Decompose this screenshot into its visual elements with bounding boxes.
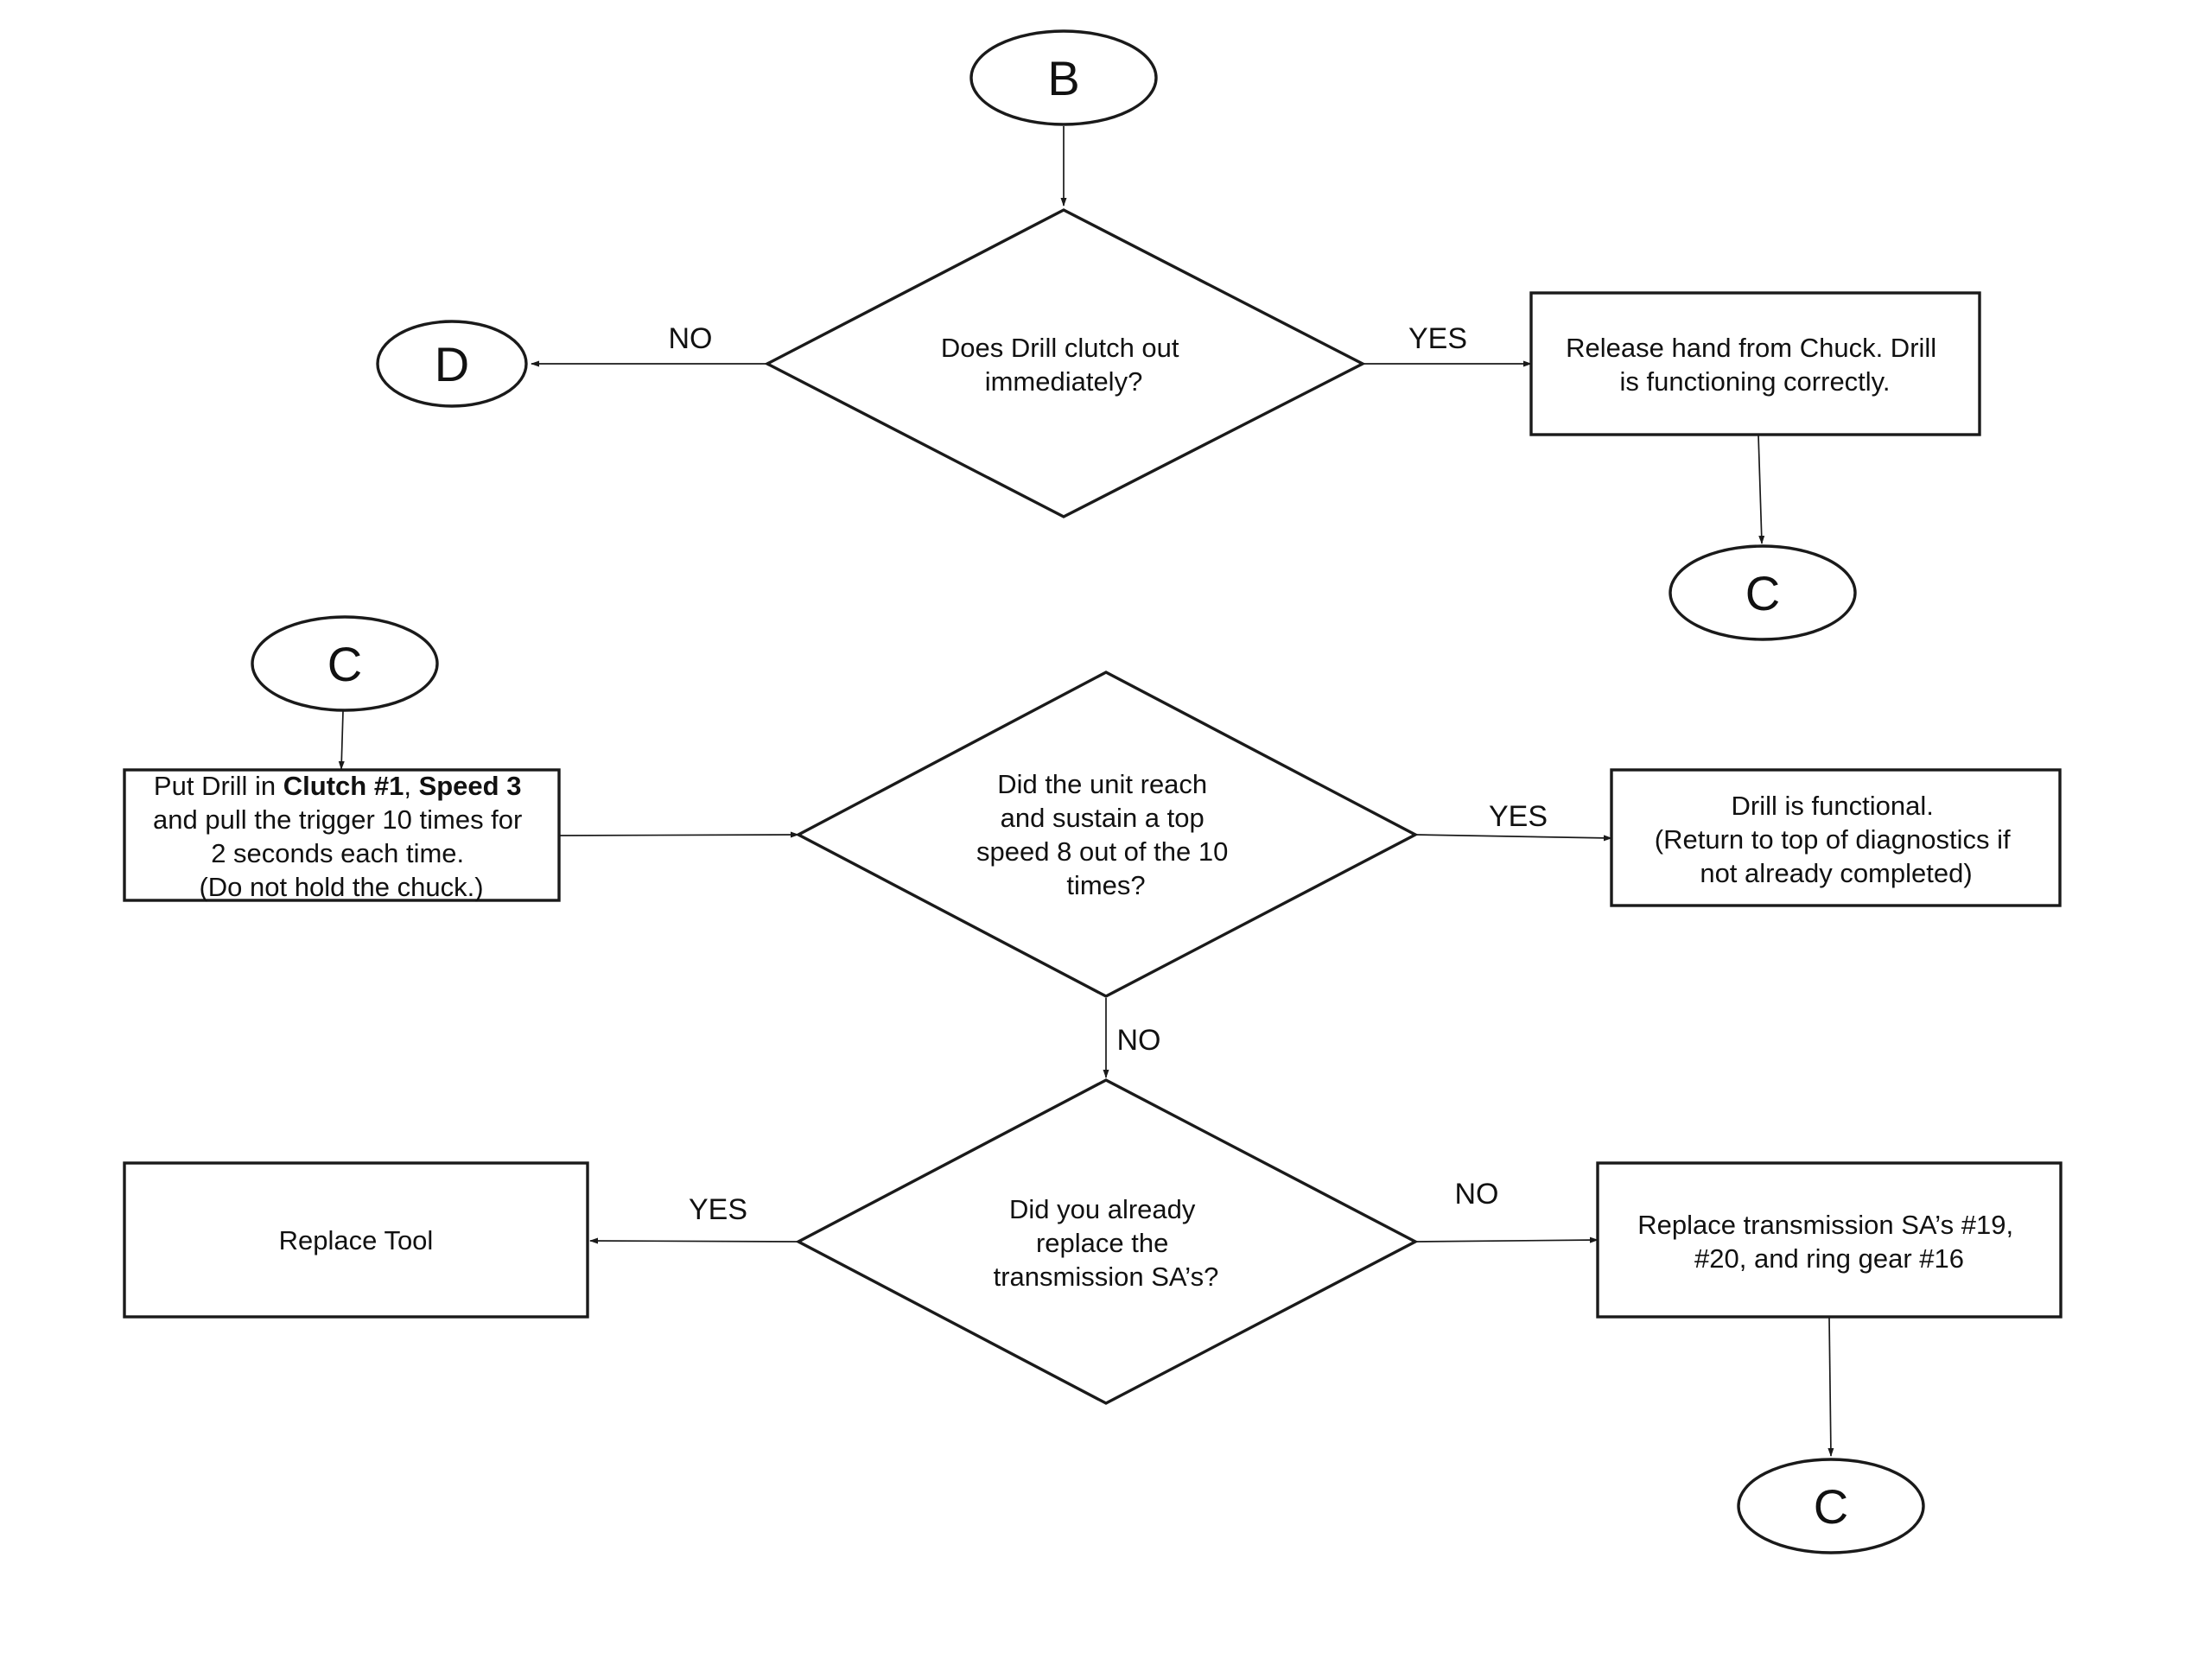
decision-already-replaced-line-2: replace the <box>1036 1228 1168 1258</box>
decision-top-speed: Did the unit reach and sustain a top spe… <box>795 671 1419 998</box>
process-replace-tool-line-1: Replace Tool <box>279 1225 434 1255</box>
process-replace-transmission: Replace transmission SA’s #19, #20, and … <box>1596 1161 2063 1319</box>
process-replace-tool: Replace Tool <box>123 1161 589 1319</box>
edge-transmission-to-c <box>1827 1317 1834 1457</box>
svg-text:Did the unit reach and s: Did the unit reach and sustain a top spe… <box>976 769 1236 900</box>
decision-already-replaced-line-1: Did you already <box>1009 1194 1196 1224</box>
decision-clutch-out: Does Drill clutch out immediately? <box>764 208 1366 518</box>
process-replace-transmission-line-2: #20, and ring gear #16 <box>1694 1243 1964 1274</box>
edge-replaced-yes-to-replace-tool <box>589 1237 799 1244</box>
process-drill-functional-line-1: Drill is functional. <box>1732 791 1934 821</box>
process-put-drill: Put Drill in Clutch #1, Speed 3 and pull… <box>123 768 561 902</box>
process-release-hand-line-1: Release hand from Chuck. Drill <box>1566 333 1936 363</box>
edge-put-drill-to-speed-decision <box>558 831 799 838</box>
process-put-drill-text-1: Put Drill in <box>154 771 283 801</box>
svg-text:Put Drill in Clutch #1, Speed: Put Drill in Clutch #1, Speed 3 and pull… <box>153 771 530 902</box>
decision-already-replaced-line-3: transmission SA’s? <box>994 1262 1219 1292</box>
process-drill-functional: Drill is functional. (Return to top of d… <box>1610 768 2062 907</box>
svg-text:Did you already replace: Did you already replace the transmission… <box>994 1194 1219 1292</box>
edge-label-speed-no: NO <box>1117 1024 1161 1057</box>
connector-d-label: D <box>435 337 469 391</box>
edge-speed-yes-to-functional <box>1414 834 1612 842</box>
process-replace-transmission-line-1: Replace transmission SA’s #19, <box>1637 1210 2013 1240</box>
process-drill-functional-line-3: not already completed) <box>1700 858 1972 888</box>
decision-already-replaced: Did you already replace the transmission… <box>795 1078 1419 1405</box>
connector-c-start-label: C <box>327 637 362 691</box>
decision-top-speed-line-2: and sustain a top <box>1001 803 1205 833</box>
edge-replaced-no-to-transmission <box>1414 1236 1599 1243</box>
decision-top-speed-line-3: speed 8 out of the 10 <box>976 836 1228 867</box>
process-put-drill-line-4: (Do not hold the chuck.) <box>199 872 483 902</box>
connector-c-after-release-label: C <box>1745 566 1780 620</box>
connector-c-end: C <box>1737 1458 1925 1554</box>
decision-top-speed-line-1: Did the unit reach <box>997 769 1207 799</box>
connector-b-label: B <box>1047 51 1079 105</box>
edge-label-clutch-no: NO <box>669 322 713 355</box>
edge-release-to-c <box>1758 434 1765 544</box>
decision-clutch-out-line-2: immediately? <box>985 366 1143 397</box>
process-put-drill-speed: Speed 3 <box>419 771 522 801</box>
edge-c-to-put-drill <box>338 710 345 770</box>
process-put-drill-sep: , <box>404 771 418 801</box>
connector-c-end-label: C <box>1814 1479 1848 1534</box>
svg-text:Does Drill clutch out im: Does Drill clutch out immediately? <box>941 333 1186 397</box>
decision-clutch-out-line-1: Does Drill clutch out <box>941 333 1179 363</box>
connector-c-start: C <box>251 615 439 712</box>
process-drill-functional-line-2: (Return to top of diagnostics if <box>1655 824 2011 855</box>
svg-text:Release hand from Chuck. Dril: Release hand from Chuck. Drill is functi… <box>1566 333 1944 397</box>
decision-top-speed-line-4: times? <box>1066 870 1145 900</box>
connector-b: B <box>969 29 1158 126</box>
process-release-hand: Release hand from Chuck. Drill is functi… <box>1529 291 1981 436</box>
edge-label-replaced-yes: YES <box>689 1193 747 1226</box>
svg-text:Replace Tool: Replace Tool <box>279 1225 434 1255</box>
process-release-hand-line-2: is functioning correctly. <box>1620 366 1891 397</box>
svg-text:Drill is functional. (Re: Drill is functional. (Return to top of d… <box>1655 791 2018 888</box>
process-put-drill-line-2: and pull the trigger 10 times for <box>153 804 522 835</box>
process-put-drill-line-3: 2 seconds each time. <box>211 838 464 868</box>
connector-d: D <box>376 320 528 408</box>
edge-label-speed-yes: YES <box>1489 800 1548 833</box>
edge-label-clutch-yes: YES <box>1408 322 1467 355</box>
svg-text:Replace transmission SA’s #19,: Replace transmission SA’s #19, #20, and … <box>1637 1210 2020 1274</box>
edge-label-replaced-no: NO <box>1455 1178 1499 1211</box>
connector-c-after-release: C <box>1669 544 1857 641</box>
process-put-drill-clutch: Clutch #1 <box>283 771 404 801</box>
